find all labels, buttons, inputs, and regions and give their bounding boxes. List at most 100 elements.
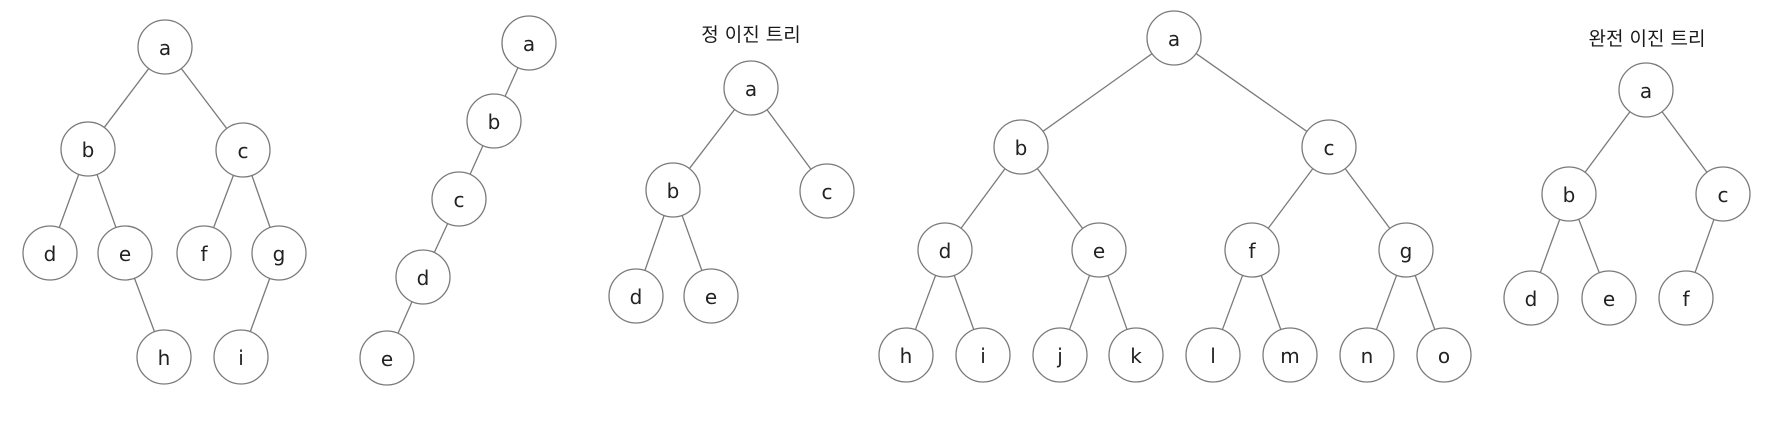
node-label: k <box>1130 344 1142 368</box>
tree-4-edge-a-c <box>1195 52 1308 133</box>
tree-1-edge-e-h <box>133 278 156 332</box>
tree-4-edge-a-b <box>1042 53 1153 132</box>
tree-4-node-o: o <box>1416 327 1472 383</box>
tree-4-node-a: a <box>1146 10 1202 66</box>
node-circle <box>1618 62 1674 118</box>
node-circle <box>723 60 779 116</box>
node-label: a <box>159 36 171 60</box>
tree-4-node-n: n <box>1339 327 1395 383</box>
tree-4-edge-e-k <box>1107 275 1128 330</box>
tree-4-edge-d-i <box>953 275 975 330</box>
node-label: d <box>630 285 643 309</box>
node-label: d <box>1525 287 1538 311</box>
node-circle <box>215 122 271 178</box>
tree-1-node-f: f <box>176 225 232 281</box>
node-label: h <box>900 344 913 368</box>
node-label: i <box>980 344 986 368</box>
node-label: c <box>1324 136 1335 160</box>
tree-4-edge-g-o <box>1414 275 1436 330</box>
node-circle <box>645 162 701 218</box>
node-circle <box>97 225 153 281</box>
tree-5-node-d: d <box>1503 270 1559 326</box>
tree-5-edge-a-c <box>1661 111 1708 173</box>
tree-1-edge-b-d <box>58 174 80 228</box>
tree-1-node-d: d <box>22 225 78 281</box>
tree-4-edge-c-g <box>1344 168 1391 229</box>
tree-4-node-g: g <box>1378 222 1434 278</box>
node-label: a <box>745 77 757 101</box>
tree-2-edge-a-b <box>504 67 519 97</box>
node-circle <box>1146 10 1202 66</box>
node-circle <box>136 329 192 385</box>
edges-layer <box>58 52 1715 334</box>
tree-3-edge-a-c <box>766 109 812 170</box>
node-label: f <box>1682 287 1690 311</box>
tree-5-node-b: b <box>1541 166 1597 222</box>
node-circle <box>251 225 307 281</box>
node-label: e <box>381 347 393 371</box>
node-label: b <box>82 138 95 162</box>
tree-1-node-g: g <box>251 225 307 281</box>
tree-5-node-f: f <box>1658 270 1714 326</box>
tree-1-node-i: i <box>213 329 269 385</box>
node-circle <box>137 19 193 75</box>
node-label: b <box>667 179 680 203</box>
node-label: d <box>417 266 430 290</box>
tree-5-node-a: a <box>1618 62 1674 118</box>
tree-2-edge-b-c <box>469 145 484 175</box>
node-label: c <box>454 188 465 212</box>
node-circle <box>1071 222 1127 278</box>
tree-3-node-d: d <box>608 268 664 324</box>
node-label: e <box>705 285 717 309</box>
tree-3-node-a: a <box>723 60 779 116</box>
node-label: e <box>1603 287 1615 311</box>
tree-5-node-e: e <box>1581 270 1637 326</box>
node-circle <box>1185 327 1241 383</box>
tree-4-node-d: d <box>917 222 973 278</box>
node-label: e <box>119 242 131 266</box>
node-label: i <box>238 346 244 370</box>
tree-3-node-b: b <box>645 162 701 218</box>
node-label: b <box>1563 183 1576 207</box>
tree-2-node-c: c <box>431 171 487 227</box>
tree-4-node-h: h <box>878 327 934 383</box>
node-label: g <box>1400 239 1413 263</box>
node-label: h <box>158 346 171 370</box>
node-circle <box>60 121 116 177</box>
tree-2-edge-c-d <box>433 223 449 253</box>
node-circle <box>1541 166 1597 222</box>
node-label: d <box>939 239 952 263</box>
tree-5-edge-c-f <box>1694 219 1715 273</box>
node-circle <box>799 163 855 219</box>
tree-4-node-c: c <box>1301 119 1357 175</box>
node-label: g <box>273 242 286 266</box>
node-label: b <box>1015 136 1028 160</box>
tree-4-edge-g-n <box>1375 275 1398 330</box>
tree-4-node-k: k <box>1108 327 1164 383</box>
tree-1-edge-c-g <box>251 175 271 228</box>
node-label: e <box>1093 239 1105 263</box>
node-circle <box>213 329 269 385</box>
tree-1-edge-a-c <box>180 68 228 129</box>
tree-3-edge-b-e <box>681 215 703 271</box>
tree-1-edge-g-i <box>249 278 271 332</box>
tree-4-edge-b-e <box>1036 168 1084 229</box>
node-label: d <box>44 242 57 266</box>
node-circle <box>1224 222 1280 278</box>
node-label: l <box>1210 344 1216 368</box>
node-circle <box>1416 327 1472 383</box>
tree-5-node-c: c <box>1695 166 1751 222</box>
tree-1-edge-a-b <box>103 68 150 128</box>
tree-3-edge-a-b <box>688 109 736 169</box>
tree-1-node-c: c <box>215 122 271 178</box>
node-label: o <box>1438 344 1450 368</box>
node-circle <box>395 249 451 305</box>
tree-4-node-e: e <box>1071 222 1127 278</box>
tree-1-node-e: e <box>97 225 153 281</box>
tree-4-node-i: i <box>955 327 1011 383</box>
tree-3-edge-b-d <box>644 215 665 271</box>
tree-2-edge-d-e <box>397 301 413 334</box>
